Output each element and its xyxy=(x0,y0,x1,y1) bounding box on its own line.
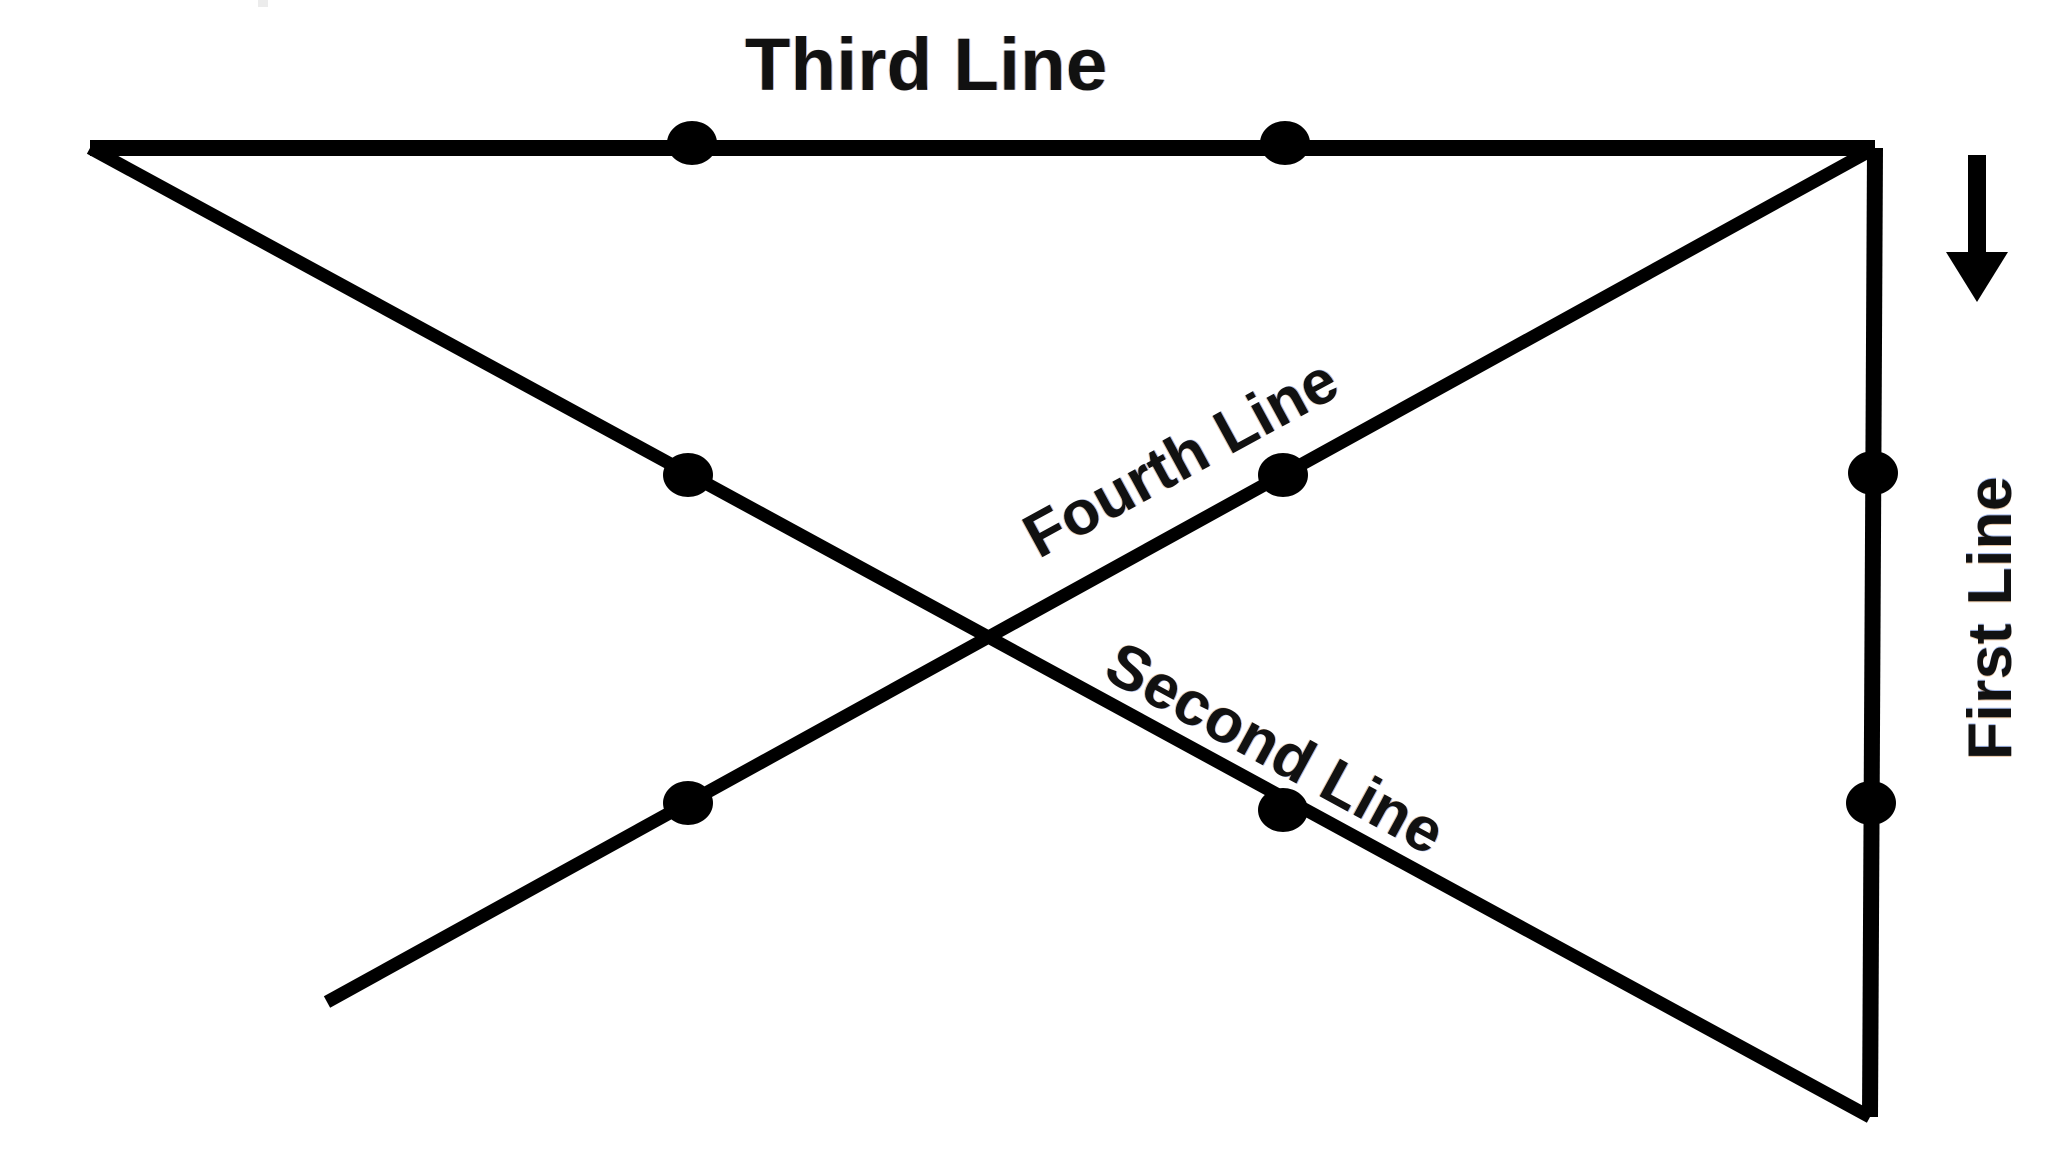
point-marker[interactable] xyxy=(667,121,717,165)
point-marker[interactable] xyxy=(663,453,713,497)
down-arrow-icon xyxy=(1946,155,2008,302)
point-marker[interactable] xyxy=(1846,781,1896,825)
point-marker[interactable] xyxy=(663,781,713,825)
first-line-segment[interactable] xyxy=(1862,147,1883,1118)
point-marker[interactable] xyxy=(1848,451,1898,495)
point-marker[interactable] xyxy=(1260,121,1310,165)
fourth-line-segment[interactable] xyxy=(323,142,1879,1008)
faint-artifact xyxy=(258,0,268,7)
third-line-label: Third Line xyxy=(745,23,1108,106)
second-line-segment[interactable] xyxy=(86,142,1874,1123)
point-marker[interactable] xyxy=(1258,788,1308,832)
point-marker[interactable] xyxy=(1258,453,1308,497)
first-line-label: First Line xyxy=(1956,475,2025,760)
